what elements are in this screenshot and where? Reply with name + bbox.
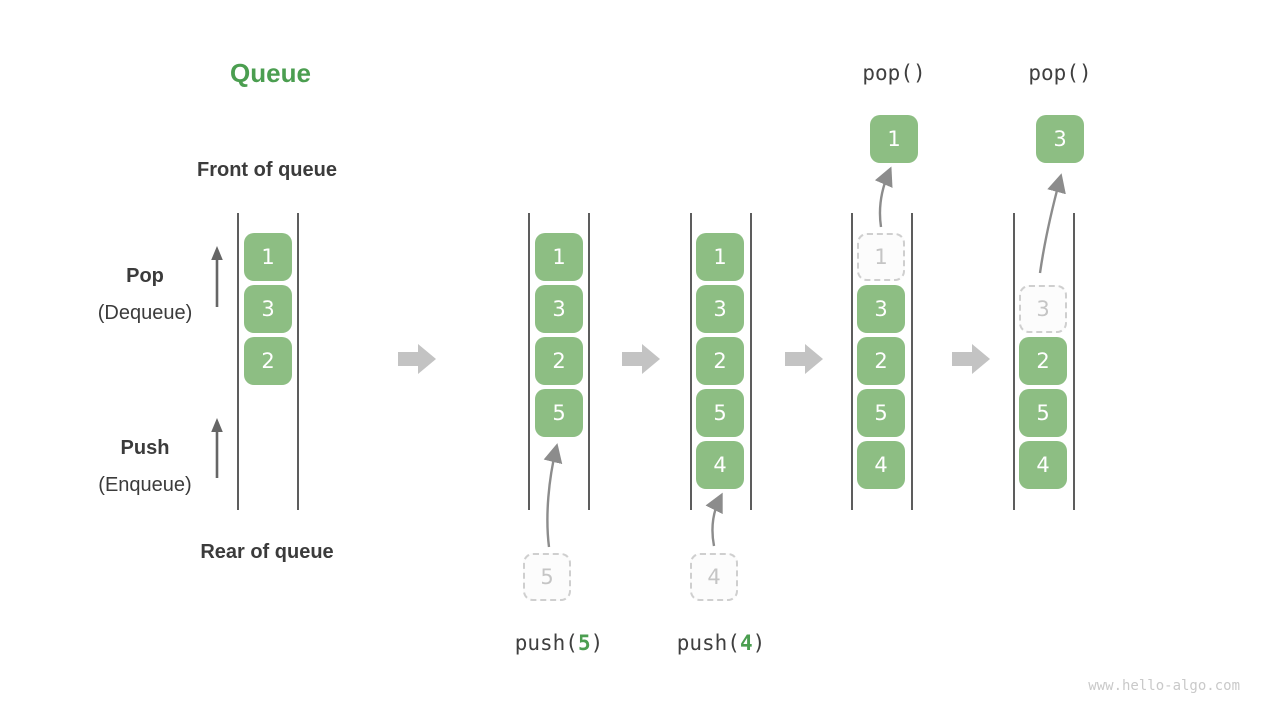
queue-item-box: 5 <box>1019 389 1067 437</box>
push-fn-text: push( <box>676 631 740 655</box>
queue-item-box: 3 <box>244 285 292 333</box>
queue-item-box: 4 <box>857 441 905 489</box>
pop-3-arrow <box>1038 173 1066 274</box>
transition-arrow-icon <box>952 344 990 374</box>
queue-item-box: 2 <box>535 337 583 385</box>
transition-arrow-icon <box>622 344 660 374</box>
queue-item-box: 2 <box>1019 337 1067 385</box>
watermark: www.hello-algo.com <box>1088 678 1240 694</box>
queue-item-box: 2 <box>244 337 292 385</box>
push-arg-text: 4 <box>739 631 753 655</box>
queue-item-box: 2 <box>857 337 905 385</box>
ghost-item-box: 3 <box>1019 285 1067 333</box>
queue-wall-line <box>297 213 299 510</box>
ghost-item-box: 4 <box>690 553 738 601</box>
queue-item-box: 4 <box>1019 441 1067 489</box>
state-transition-arrows <box>398 344 990 374</box>
push-fn-text: push( <box>514 631 578 655</box>
front-of-queue-label: Front of queue <box>197 159 337 181</box>
queue-item-box: 1 <box>535 233 583 281</box>
pop-op-label: pop() <box>1028 61 1092 85</box>
dequeue-label: (Dequeue) <box>97 302 193 324</box>
pop-label-group: Pop (Dequeue) <box>45 258 245 332</box>
queue-wall-line <box>1013 213 1015 510</box>
dequeue-direction-arrow <box>211 246 223 307</box>
push-4-op-label: push(4) <box>641 631 801 655</box>
queue-item-box: 2 <box>696 337 744 385</box>
transition-arrow-icon <box>398 344 436 374</box>
transition-arrow-icon <box>785 344 823 374</box>
ghost-item-box: 1 <box>857 233 905 281</box>
queue-item-box: 3 <box>535 285 583 333</box>
ghost-item-box: 5 <box>523 553 571 601</box>
push-5-arrow <box>543 443 563 548</box>
queue-item-box: 1 <box>696 233 744 281</box>
push-4-arrow <box>705 492 723 547</box>
queue-item-box: 5 <box>857 389 905 437</box>
queue-wall-line <box>237 213 239 510</box>
diagram-title: Queue <box>230 58 311 88</box>
queue-wall-line <box>851 213 853 510</box>
pop-1-arrow <box>874 166 893 228</box>
push-close-text: ) <box>590 631 604 655</box>
rear-of-queue-label: Rear of queue <box>200 541 334 563</box>
pop-op-label: pop() <box>862 61 926 85</box>
queue-wall-line <box>528 213 530 510</box>
queue-item-box: 3 <box>696 285 744 333</box>
queue-wall-line <box>690 213 692 510</box>
push-label-group: Push (Enqueue) <box>45 430 245 504</box>
push-label: Push <box>120 437 170 459</box>
pop-label: Pop <box>126 265 164 287</box>
popped-item-box: 1 <box>870 115 918 163</box>
push-close-text: ) <box>752 631 766 655</box>
queue-wall-line <box>750 213 752 510</box>
queue-item-box: 5 <box>696 389 744 437</box>
queue-item-box: 4 <box>696 441 744 489</box>
queue-wall-line <box>588 213 590 510</box>
queue-wall-line <box>911 213 913 510</box>
push-arg-text: 5 <box>577 631 591 655</box>
enqueue-label: (Enqueue) <box>98 474 192 496</box>
popped-item-box: 3 <box>1036 115 1084 163</box>
enqueue-direction-arrow <box>211 418 223 478</box>
queue-item-box: 1 <box>244 233 292 281</box>
push-5-op-label: push(5) <box>479 631 639 655</box>
queue-item-box: 3 <box>857 285 905 333</box>
queue-item-box: 5 <box>535 389 583 437</box>
queue-wall-line <box>1073 213 1075 510</box>
